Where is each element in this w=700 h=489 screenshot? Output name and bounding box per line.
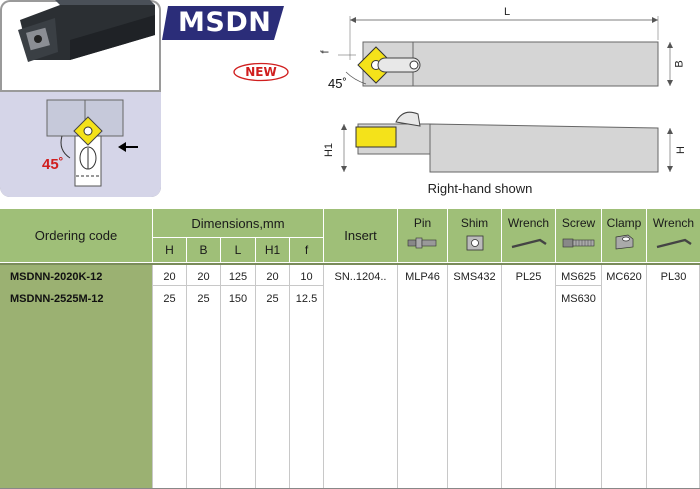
drawing-caption: Right-hand shown	[427, 181, 533, 196]
data-top-border	[0, 263, 700, 265]
model-banner	[162, 6, 284, 40]
wrench2-value: PL30	[660, 271, 687, 283]
row1-H1: 20	[266, 271, 279, 283]
header-shim: Shim	[448, 209, 501, 262]
col-divider	[447, 265, 448, 489]
technical-drawing	[338, 16, 673, 173]
ordering-code-column	[0, 265, 152, 489]
row1-B: 20	[197, 271, 210, 283]
shim-icon	[466, 235, 483, 251]
new-badge: NEW	[245, 65, 277, 79]
col-divider	[289, 265, 290, 489]
row2-f: 12.5	[295, 293, 318, 305]
clamp-value: MC620	[606, 271, 642, 283]
dim-L: L	[504, 6, 511, 18]
ordering-table: Ordering code Dimensions,mm H B L H1 f I…	[0, 209, 700, 489]
insert-value: SN..1204..	[334, 271, 387, 283]
clamp-icon	[615, 234, 634, 250]
pin-value: MLP46	[405, 271, 440, 283]
wrench-icon	[511, 238, 547, 249]
new-badge-oval	[233, 62, 289, 82]
header-wrench-2: Wrench	[647, 209, 700, 262]
pin-icon	[407, 237, 436, 249]
header-dimensions: Dimensions,mm	[153, 209, 323, 237]
col-divider	[501, 265, 502, 489]
col-divider	[220, 265, 221, 489]
row2-L: 150	[228, 293, 248, 305]
col-divider	[152, 265, 153, 489]
top-view-sketch	[0, 90, 161, 197]
wrench-value: PL25	[515, 271, 542, 283]
shim-value: SMS432	[453, 271, 496, 283]
dim-B: B	[673, 60, 686, 68]
header-insert: Insert	[324, 209, 397, 262]
col-divider	[646, 265, 647, 489]
col-divider	[323, 265, 324, 489]
col-divider	[186, 265, 187, 489]
row2-H: 25	[163, 293, 176, 305]
col-divider	[555, 265, 556, 489]
product-image-panel: 45˚	[0, 0, 161, 197]
ordering-code-1: MSDNN-2020K-12	[10, 271, 103, 283]
screw-value-2: MS630	[561, 293, 596, 305]
header-wrench: Wrench	[502, 209, 555, 262]
row-divider	[556, 285, 601, 286]
drawing-angle: 45˚	[328, 76, 347, 91]
model-title: MSDN	[178, 7, 272, 38]
header-screw: Screw	[556, 209, 601, 262]
row2-B: 25	[197, 293, 210, 305]
screw-icon	[562, 238, 594, 248]
dim-f: f	[319, 50, 332, 54]
row1-f: 10	[300, 271, 313, 283]
row1-H: 20	[163, 271, 176, 283]
col-divider	[255, 265, 256, 489]
header-dim-H: H	[153, 238, 186, 262]
header-pin: Pin	[398, 209, 447, 262]
header-dim-f: f	[290, 238, 323, 262]
row-divider	[153, 285, 323, 286]
dim-H1: H1	[323, 142, 336, 158]
col-divider	[601, 265, 602, 489]
toolholder-photo	[18, 0, 155, 62]
header-dim-L: L	[221, 238, 255, 262]
header-dim-B: B	[187, 238, 220, 262]
screw-value-1: MS625	[561, 271, 596, 283]
dim-H: H	[674, 146, 687, 154]
row2-H1: 25	[266, 293, 279, 305]
header-ordering-code: Ordering code	[0, 209, 152, 262]
angle-label: 45˚	[42, 156, 64, 173]
header-clamp: Clamp	[602, 209, 646, 262]
ordering-code-2: MSDNN-2525M-12	[10, 293, 104, 305]
row1-L: 125	[228, 271, 248, 283]
col-divider	[397, 265, 398, 489]
header-dim-H1: H1	[256, 238, 289, 262]
wrench-icon	[656, 238, 692, 249]
